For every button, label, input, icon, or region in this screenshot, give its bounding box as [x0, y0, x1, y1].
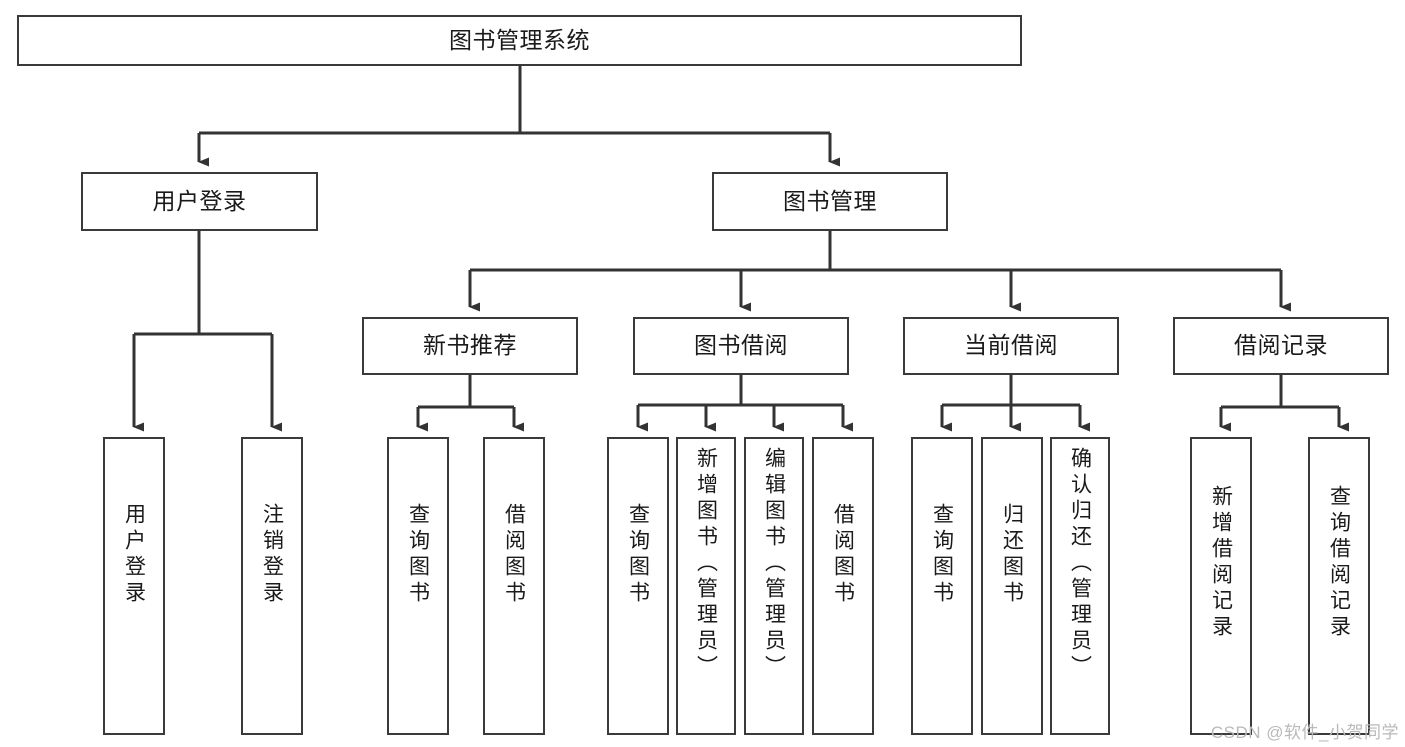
node-leaf-confirm-return[interactable]: 确认归还（管理员） — [1050, 437, 1110, 735]
node-leaf-user-login-label: 用户登录 — [122, 503, 146, 607]
node-leaf-edit-book-label: 编辑图书（管理员） — [762, 447, 786, 681]
node-leaf-add-book-label: 新增图书（管理员） — [694, 447, 718, 681]
node-user-login-label: 用户登录 — [152, 187, 247, 214]
node-new-book-rec[interactable]: 新书推荐 — [362, 317, 578, 375]
node-leaf-borrow-book-1[interactable]: 借阅图书 — [483, 437, 545, 735]
node-leaf-add-record[interactable]: 新增借阅记录 — [1190, 437, 1252, 735]
node-current-borrow[interactable]: 当前借阅 — [903, 317, 1119, 375]
node-leaf-borrow-book-1-label: 借阅图书 — [502, 503, 526, 607]
node-leaf-user-logout-label: 注销登录 — [260, 503, 284, 607]
node-leaf-add-record-label: 新增借阅记录 — [1209, 485, 1233, 641]
node-book-manage[interactable]: 图书管理 — [712, 172, 948, 231]
node-leaf-borrow-book-2-label: 借阅图书 — [831, 503, 855, 607]
node-leaf-return-book-label: 归还图书 — [1000, 503, 1024, 607]
node-leaf-query-book-3[interactable]: 查询图书 — [911, 437, 973, 735]
node-leaf-user-login[interactable]: 用户登录 — [103, 437, 165, 735]
node-leaf-confirm-return-label: 确认归还（管理员） — [1068, 447, 1092, 681]
node-leaf-query-record[interactable]: 查询借阅记录 — [1308, 437, 1370, 735]
node-borrow-record[interactable]: 借阅记录 — [1173, 317, 1389, 375]
node-leaf-query-book-1[interactable]: 查询图书 — [387, 437, 449, 735]
node-leaf-edit-book[interactable]: 编辑图书（管理员） — [744, 437, 804, 735]
node-current-borrow-label: 当前借阅 — [964, 332, 1058, 359]
node-leaf-query-book-3-label: 查询图书 — [930, 503, 954, 607]
node-leaf-return-book[interactable]: 归还图书 — [981, 437, 1043, 735]
node-leaf-query-record-label: 查询借阅记录 — [1327, 485, 1351, 641]
node-leaf-borrow-book-2[interactable]: 借阅图书 — [812, 437, 874, 735]
node-user-login[interactable]: 用户登录 — [81, 172, 318, 231]
watermark: CSDN @软件_小贺同学 — [1210, 723, 1399, 742]
node-leaf-query-book-2[interactable]: 查询图书 — [607, 437, 669, 735]
node-book-borrow[interactable]: 图书借阅 — [633, 317, 849, 375]
node-leaf-user-logout[interactable]: 注销登录 — [241, 437, 303, 735]
node-leaf-add-book[interactable]: 新增图书（管理员） — [676, 437, 736, 735]
node-leaf-query-book-2-label: 查询图书 — [626, 503, 650, 607]
node-root[interactable]: 图书管理系统 — [17, 15, 1022, 66]
node-book-borrow-label: 图书借阅 — [694, 332, 788, 359]
node-root-label: 图书管理系统 — [449, 26, 590, 53]
node-book-manage-label: 图书管理 — [783, 187, 877, 214]
node-leaf-query-book-1-label: 查询图书 — [406, 503, 430, 607]
node-new-book-rec-label: 新书推荐 — [423, 332, 517, 359]
node-borrow-record-label: 借阅记录 — [1234, 332, 1328, 359]
